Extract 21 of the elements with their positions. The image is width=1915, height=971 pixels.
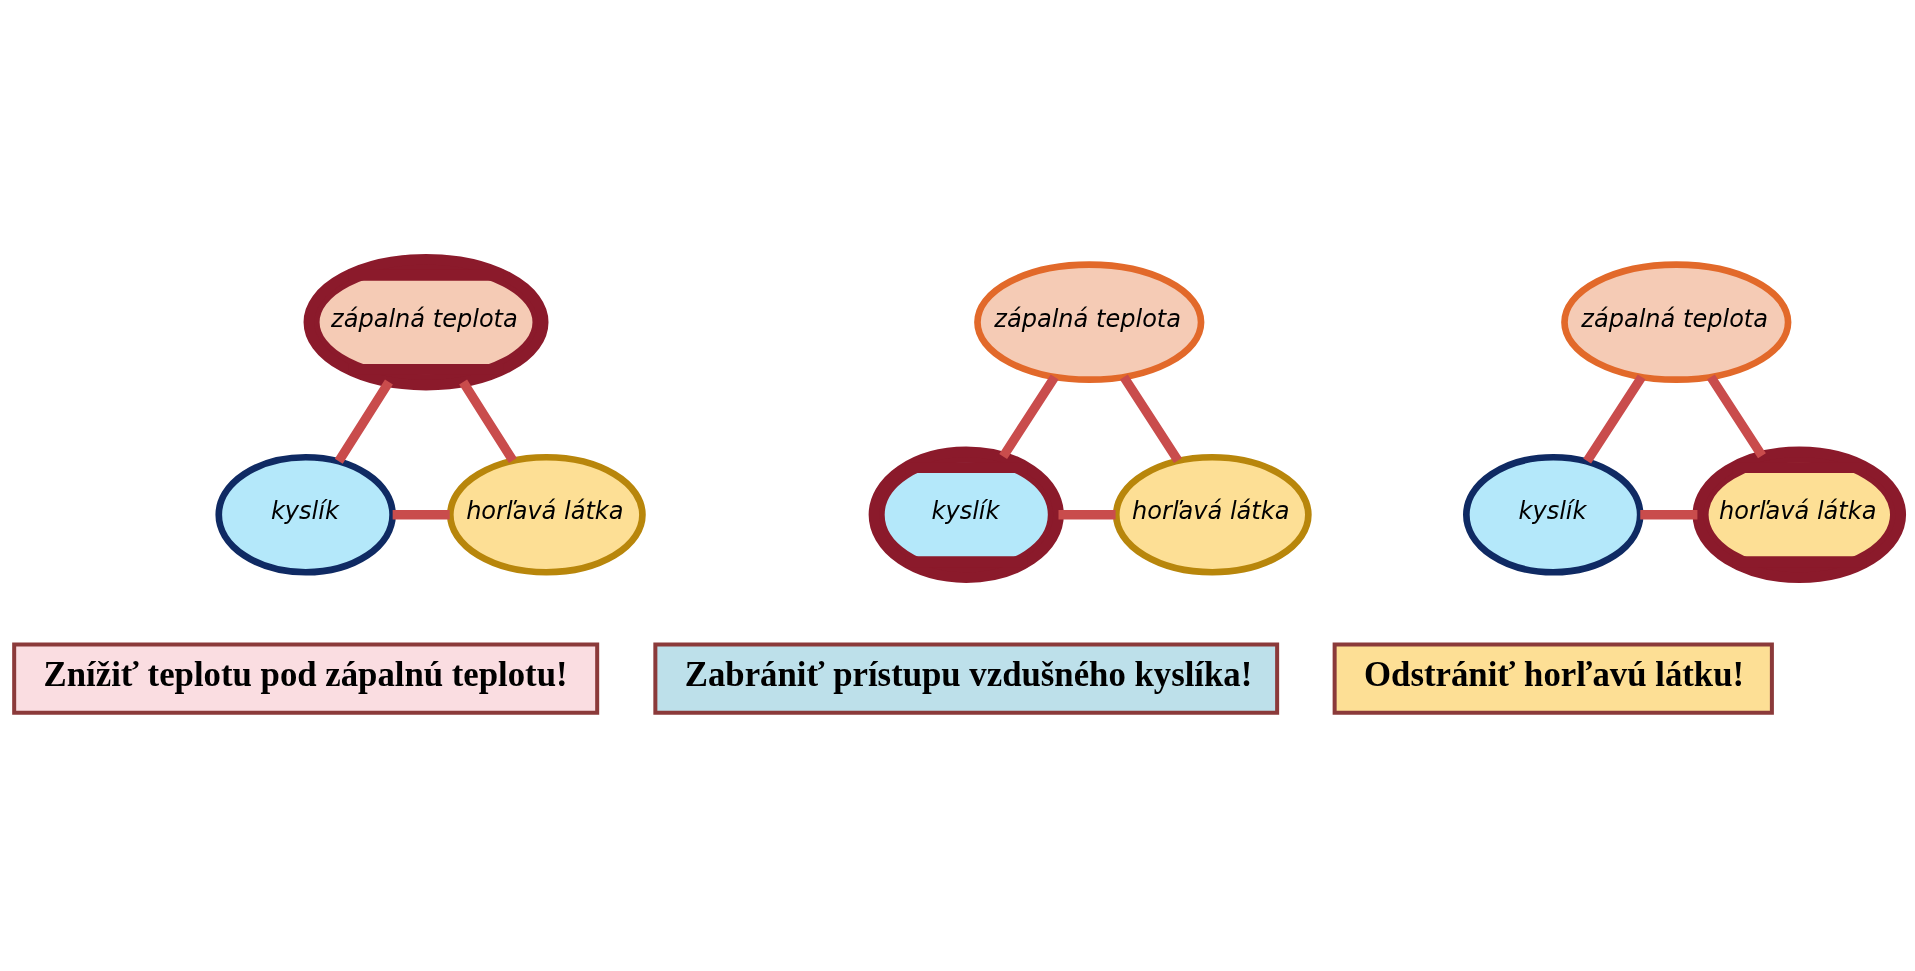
connector: [1119, 373, 1182, 463]
node-ellipse: horľavá látka: [446, 453, 646, 576]
node-ellipse: horľavá látka: [1112, 453, 1312, 576]
node-ellipse: horľavá látka: [1692, 446, 1907, 583]
node-ellipse: kyslík: [868, 446, 1064, 583]
node-box: Zabrániť prístupu vzdušného kyslíka!: [653, 641, 1280, 715]
node-ellipse: kyslík: [1463, 453, 1644, 576]
node-ellipse: zápalná teplota: [974, 260, 1205, 383]
node-ellipse: zápalná teplota: [1561, 260, 1792, 383]
connector: [999, 373, 1059, 459]
connector: [334, 379, 393, 464]
connector: [392, 509, 450, 519]
connector: [1583, 373, 1646, 464]
connector: [1058, 509, 1116, 519]
connector: [459, 379, 517, 463]
node-box: Znížiť teplotu pod zápalnú teplotu!: [12, 641, 600, 715]
node-ellipse: kyslík: [215, 453, 396, 576]
node-ellipse: zápalná teplota: [303, 253, 549, 390]
connector: [1640, 509, 1698, 519]
connector: [1706, 373, 1766, 458]
node-box: Odstrániť horľavú látku!: [1332, 641, 1774, 715]
